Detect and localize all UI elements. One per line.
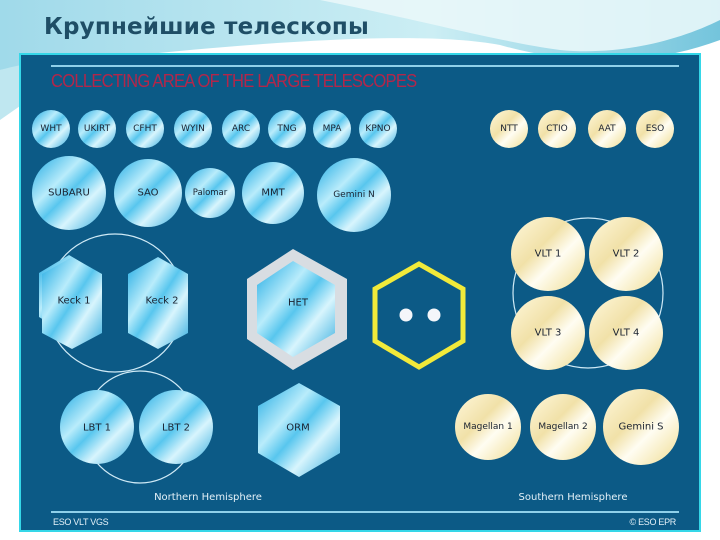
figure-heading: COLLECTING AREA OF THE LARGE TELESCOPES (51, 71, 417, 91)
vlt-mirrors (511, 217, 663, 370)
salt-hexagon (372, 261, 466, 370)
northern-row2-mirrors (32, 156, 391, 232)
southern-row3-mirrors (455, 389, 679, 465)
bottom-rule (51, 511, 679, 513)
orm-mirror (258, 383, 340, 477)
vlt-outline (512, 217, 664, 369)
telescope-figure-panel: COLLECTING AREA OF THE LARGE TELESCOPES (19, 53, 701, 532)
northern-hemisphere-label: Northern Hemisphere (154, 492, 262, 503)
footer-right-copyright: © ESO EPR (629, 517, 677, 527)
slide-title: Крупнейшие телескопы (44, 14, 370, 40)
southern-row1-mirrors (490, 110, 674, 148)
het-mirror (247, 249, 347, 370)
footer-left-credit: ESO VLT VGS (53, 517, 109, 527)
top-rule (51, 65, 679, 67)
southern-hemisphere-label: Southern Hemisphere (518, 492, 628, 503)
northern-row1-mirrors (32, 110, 397, 148)
telescope-shapes (32, 110, 679, 484)
